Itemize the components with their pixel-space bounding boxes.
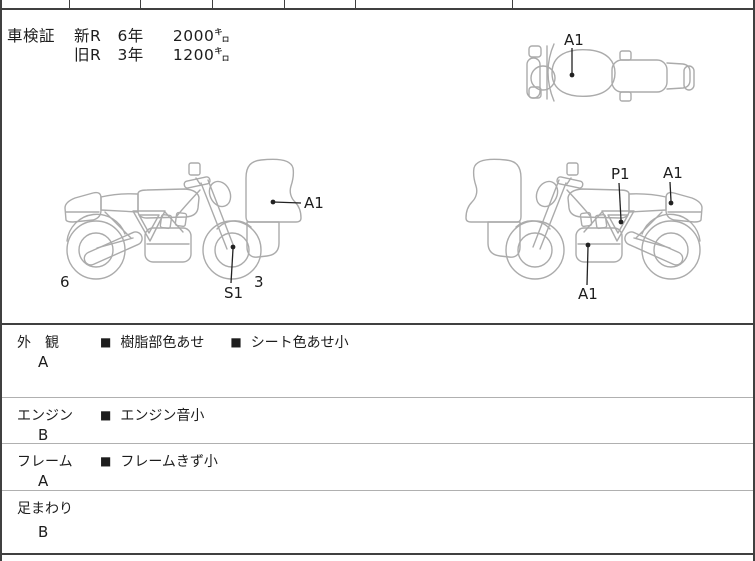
- diagram-label: 6: [60, 273, 70, 291]
- comment-text: シート色あせ小: [250, 335, 349, 351]
- motorcycle-side-sketch: [64, 158, 302, 280]
- section-undercarriage: 足まわり B: [2, 490, 753, 554]
- section-comments: ■ エンジン音小: [100, 405, 204, 425]
- header-cell: [513, 0, 753, 8]
- section-grade: B: [38, 426, 49, 444]
- comment-item: ■ フレームきず小: [100, 451, 218, 471]
- shaken-row-new: 新R 6年 2000㌔: [74, 27, 230, 46]
- comment-item: ■ 樹脂部色あせ: [100, 332, 204, 352]
- section-grade: A: [38, 353, 49, 371]
- bullet-square-icon: ■: [230, 335, 242, 349]
- shaken-rows: 新R 6年 2000㌔ 旧R 3年 1200㌔: [74, 27, 230, 65]
- annotation-p1-side-cover: P1: [611, 165, 630, 225]
- annotation-s1-fork: S1: [224, 244, 243, 302]
- diagram-label: A1: [564, 31, 584, 49]
- shaken-years: 6年: [117, 27, 144, 45]
- header-cell: [356, 0, 513, 8]
- comment-text: 樹脂部色あせ: [120, 335, 205, 351]
- motorcycle-left-side-diagram: P1 A1 A1: [465, 158, 703, 303]
- comment-text: フレームきず小: [120, 454, 218, 470]
- shaken-distance: 1200㌔: [172, 46, 231, 64]
- shaken-row-old: 旧R 3年 1200㌔: [74, 46, 230, 65]
- header-cell: [70, 0, 141, 8]
- shaken-distance: 2000㌔: [172, 27, 231, 45]
- shaken-era: 旧R: [74, 46, 102, 64]
- comment-item: ■ シート色あせ小: [230, 332, 348, 352]
- diagram-label: 3: [254, 273, 264, 291]
- section-label: 足まわり: [17, 501, 73, 517]
- bullet-square-icon: ■: [100, 454, 112, 468]
- section-label: フレーム: [17, 454, 73, 470]
- bullet-square-icon: ■: [100, 335, 112, 349]
- diagram-label: A1: [304, 194, 324, 212]
- section-exterior: 外 観 A ■ 樹脂部色あせ ■ シート色あせ小: [2, 323, 753, 399]
- bottom-border-line: [2, 553, 753, 555]
- section-label: 外 観: [17, 335, 59, 351]
- comment-text: エンジン音小: [120, 408, 205, 424]
- comment-item: ■ エンジン音小: [100, 405, 204, 425]
- diagram-label: A1: [663, 164, 683, 182]
- header-cell: [2, 0, 70, 8]
- header-row: [2, 0, 753, 10]
- section-engine: エンジン B ■ エンジン音小: [2, 397, 753, 444]
- motorcycle-right-side-diagram: A1 S1 6 3: [60, 158, 324, 302]
- section-grade: B: [38, 523, 49, 541]
- annotation-a1-tank: A1: [564, 31, 584, 78]
- section-frame: フレーム A ■ フレームきず小: [2, 443, 753, 491]
- shaken-era: 新R: [74, 27, 102, 45]
- section-comments: ■ 樹脂部色あせ ■ シート色あせ小: [100, 332, 349, 352]
- annotation-a1-engine: A1: [578, 242, 598, 303]
- header-cell: [141, 0, 213, 8]
- annotation-a1-rear-cowl: A1: [663, 164, 683, 206]
- shaken-years: 3年: [117, 46, 144, 64]
- section-comments: ■ フレームきず小: [100, 451, 218, 471]
- section-grade: A: [38, 472, 49, 490]
- motorcycle-top-view-diagram: A1: [526, 31, 695, 102]
- diagram-label: S1: [224, 284, 243, 302]
- shaken-label: 車検証: [7, 27, 56, 45]
- header-cell: [285, 0, 356, 8]
- motorcycle-top-view-sketch: [526, 43, 695, 102]
- header-cell: [213, 0, 285, 8]
- diagram-label: P1: [611, 165, 630, 183]
- annotation-a1-fender: A1: [270, 194, 324, 212]
- bullet-square-icon: ■: [100, 408, 112, 422]
- section-label: エンジン: [17, 408, 73, 424]
- diagram-label: A1: [578, 285, 598, 303]
- shaken-block: 車検証 新R 6年 2000㌔ 旧R 3年 1200㌔: [7, 27, 230, 65]
